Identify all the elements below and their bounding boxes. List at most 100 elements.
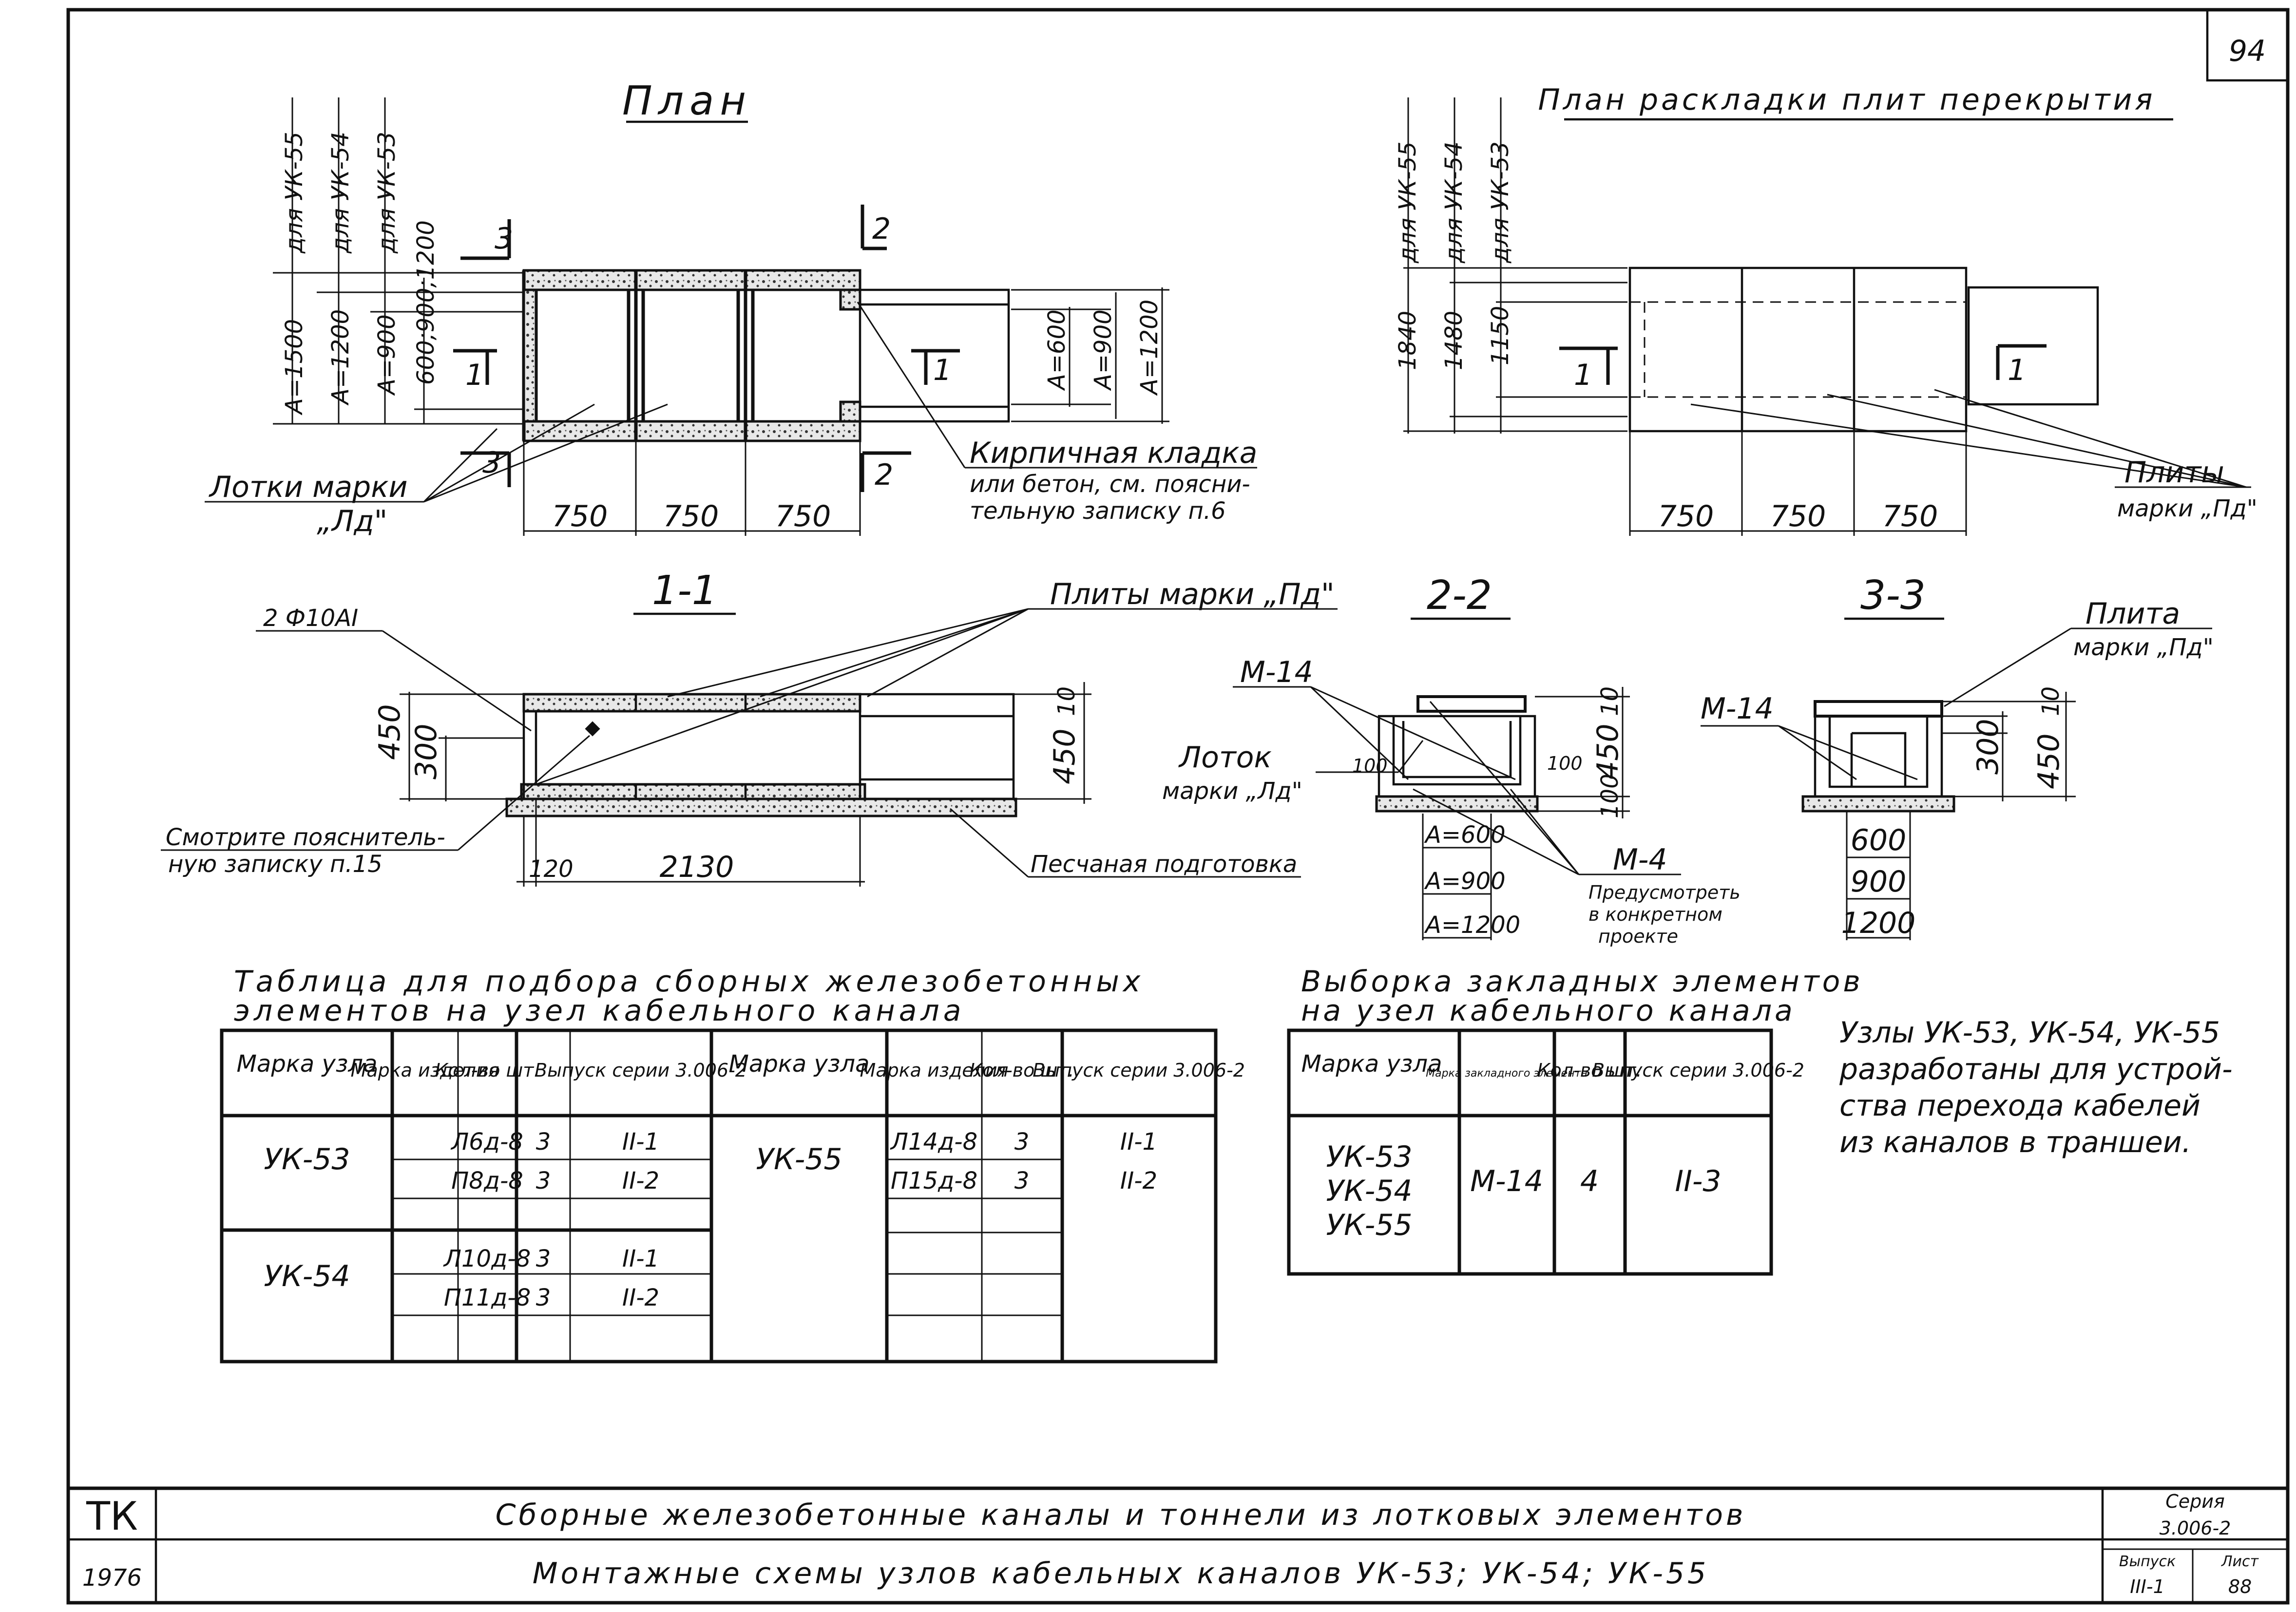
plan-for-uk55: для УК-55	[281, 132, 308, 254]
sheet-code: ТК	[86, 1494, 138, 1539]
sheet-label: Лист	[2221, 1553, 2259, 1570]
s22-label-m4: М-4	[1613, 843, 1667, 877]
te-node-uk55: УК-55	[756, 1142, 842, 1176]
s11-dim-120: 120	[529, 855, 574, 883]
plan-for-uk54: для УК-54	[327, 132, 354, 254]
te-node-uk53: УК-53	[264, 1142, 350, 1176]
plan-view: План для УК-55 для УК-54 для УК-53 А=150…	[205, 78, 1257, 538]
s11-dim-10-right: 10	[1053, 686, 1080, 716]
te-uk55-qty-1: 3	[1014, 1128, 1030, 1156]
plan-dim-750-1: 750	[552, 499, 608, 533]
section-33-title: 3-3	[1860, 572, 1926, 619]
s11-dim-450-left: 450	[373, 704, 407, 760]
te-header-issue-l: Выпуск серии 3.006-2	[535, 1060, 747, 1081]
plan-a900: А=900	[373, 314, 401, 396]
table-embedded-title-2: на узел кабельного канала	[1301, 994, 1796, 1028]
layout-label-slabs-2: марки „Пд"	[2117, 495, 2258, 522]
title-block: ТК 1976 Сборные железобетонные каналы и …	[68, 1486, 2288, 1603]
s33-dim-1200: 1200	[1841, 906, 1916, 940]
table-elements-title-2: элементов на узел кабельного канала	[234, 994, 965, 1028]
section-1-1: 1-1	[161, 568, 1338, 887]
te-header-issue-r: Выпуск серии 3.006-2	[1033, 1060, 1245, 1081]
section-3-3: 3-3 10 300 450 600 900 1200	[1701, 572, 2214, 940]
s33-dim-10: 10	[2037, 686, 2065, 716]
s22-dim-100: 100	[1596, 774, 1624, 818]
s22-label-provide-1: Предусмотреть	[1588, 882, 1741, 903]
te-header-qty-r: Кол-во шт.	[970, 1060, 1074, 1081]
section-2-2: 2-2 10 450 100 100 100 А=600 А=900 А=120…	[1162, 572, 1741, 947]
te-uk55-item-2: П15д-8	[891, 1167, 977, 1195]
te-header-item-r: Марка изделия	[860, 1060, 1009, 1081]
plan-dim-750-3: 750	[775, 499, 831, 533]
te-uk55-qty-2: 3	[1014, 1167, 1030, 1195]
tb-header-issue: Выпуск серии 3.006-2	[1592, 1060, 1804, 1081]
plan-a1200: А=1200	[327, 309, 354, 406]
series-value: 3.006-2	[2160, 1517, 2231, 1539]
plan-dim-combined: 600;900;1200	[412, 220, 440, 385]
sheet-year: 1976	[82, 1564, 142, 1592]
plan-label-brick-3: тельную записку п.6	[970, 497, 1226, 525]
te-uk53-qty-2: 3	[536, 1167, 551, 1195]
tb-header-qty: Кол-во шт.	[1537, 1060, 1642, 1081]
s11-label-rebar: 2 Ф10АI	[263, 605, 358, 632]
s33-dim-600: 600	[1851, 823, 1907, 857]
s22-dim-450: 450	[1591, 723, 1625, 779]
te-header-qty-l: Кол-во шт.	[435, 1060, 540, 1081]
s22-dim-a600: А=600	[1424, 821, 1506, 849]
s22-label-provide-2: в конкретном	[1588, 904, 1722, 925]
te-uk54-issue-2: II-2	[622, 1284, 659, 1311]
tb-issue: II-3	[1675, 1164, 1721, 1198]
s22-label-provide-3: проекте	[1598, 926, 1678, 947]
te-uk55-item-1: Л14д-8	[890, 1128, 977, 1156]
plan-right-a900: А=900	[1090, 309, 1117, 391]
table-embedded: Выборка закладных элементов на узел кабе…	[1287, 965, 1863, 1276]
te-node-uk54: УК-54	[264, 1259, 350, 1293]
s33-label-m14: М-14	[1701, 692, 1774, 726]
te-uk53-item-1: Л6д-8	[450, 1128, 523, 1156]
te-uk54-item-2: П11д-8	[444, 1284, 531, 1311]
cut-mark-1-right: 1	[933, 353, 952, 387]
plan-label-brick-2: или бетон, см. поясни-	[970, 471, 1250, 498]
tb-node-uk55: УК-55	[1326, 1208, 1412, 1242]
s11-dim-450-right: 450	[1048, 728, 1082, 784]
plan-for-uk53: для УК-53	[373, 132, 401, 254]
sheet-title-line1: Сборные железобетонные каналы и тоннели …	[496, 1498, 1746, 1532]
plan-label-trays-2: „Лд"	[317, 504, 387, 538]
issue-label: Выпуск	[2119, 1553, 2176, 1570]
cut-mark-1-left: 1	[465, 358, 484, 392]
plan-right-a600: А=600	[1043, 309, 1071, 391]
s22-label-tray-2: марки „Лд"	[1162, 778, 1302, 805]
sheet-title-line2: Монтажные схемы узлов кабельных каналов …	[533, 1556, 1709, 1591]
slab-layout-plan: План раскладки плит перекрытия для УК-55…	[1394, 83, 2258, 536]
note-block: Узлы УК-53, УК-54, УК-55 разработаны для…	[1839, 1016, 2233, 1159]
s22-inner-100-left: 100	[1352, 755, 1388, 777]
s22-label-tray-1: Лоток	[1178, 740, 1272, 775]
te-uk53-qty-1: 3	[536, 1128, 551, 1156]
page-number: 94	[2229, 34, 2266, 68]
tb-node-uk54: УК-54	[1326, 1174, 1412, 1208]
cut-mark-2-top: 2	[872, 212, 891, 246]
layout-cut-left: 1	[1574, 358, 1592, 392]
s33-label-slab-2: марки „Пд"	[2073, 634, 2214, 661]
plan-dim-750-2: 750	[663, 499, 719, 533]
te-uk54-issue-1: II-1	[622, 1245, 659, 1272]
tb-node-uk53: УК-53	[1326, 1140, 1412, 1174]
te-header-node-r: Марка узла	[729, 1050, 870, 1078]
te-uk54-qty-2: 3	[536, 1284, 551, 1311]
s11-label-sand: Песчаная подготовка	[1031, 851, 1297, 878]
plan-label-trays: Лотки марки	[209, 470, 407, 504]
te-uk53-item-2: П8д-8	[451, 1167, 523, 1195]
table-embedded-title-1: Выборка закладных элементов	[1301, 965, 1863, 999]
s22-inner-100-right: 100	[1547, 753, 1583, 774]
s11-label-see-1: Смотрите пояснитель-	[166, 824, 445, 851]
s33-dim-900: 900	[1851, 865, 1907, 899]
s11-label-see-2: ную записку п.15	[168, 851, 383, 878]
te-uk53-issue-2: II-2	[622, 1167, 659, 1195]
cut-mark-2-bottom: 2	[875, 458, 893, 492]
plan-title: План	[622, 78, 752, 124]
s22-label-m14: М-14	[1240, 655, 1313, 689]
cut-mark-3-top: 3	[495, 222, 513, 256]
s33-dim-450: 450	[2032, 733, 2066, 789]
note-line-2: разработаны для устрой-	[1839, 1052, 2233, 1086]
